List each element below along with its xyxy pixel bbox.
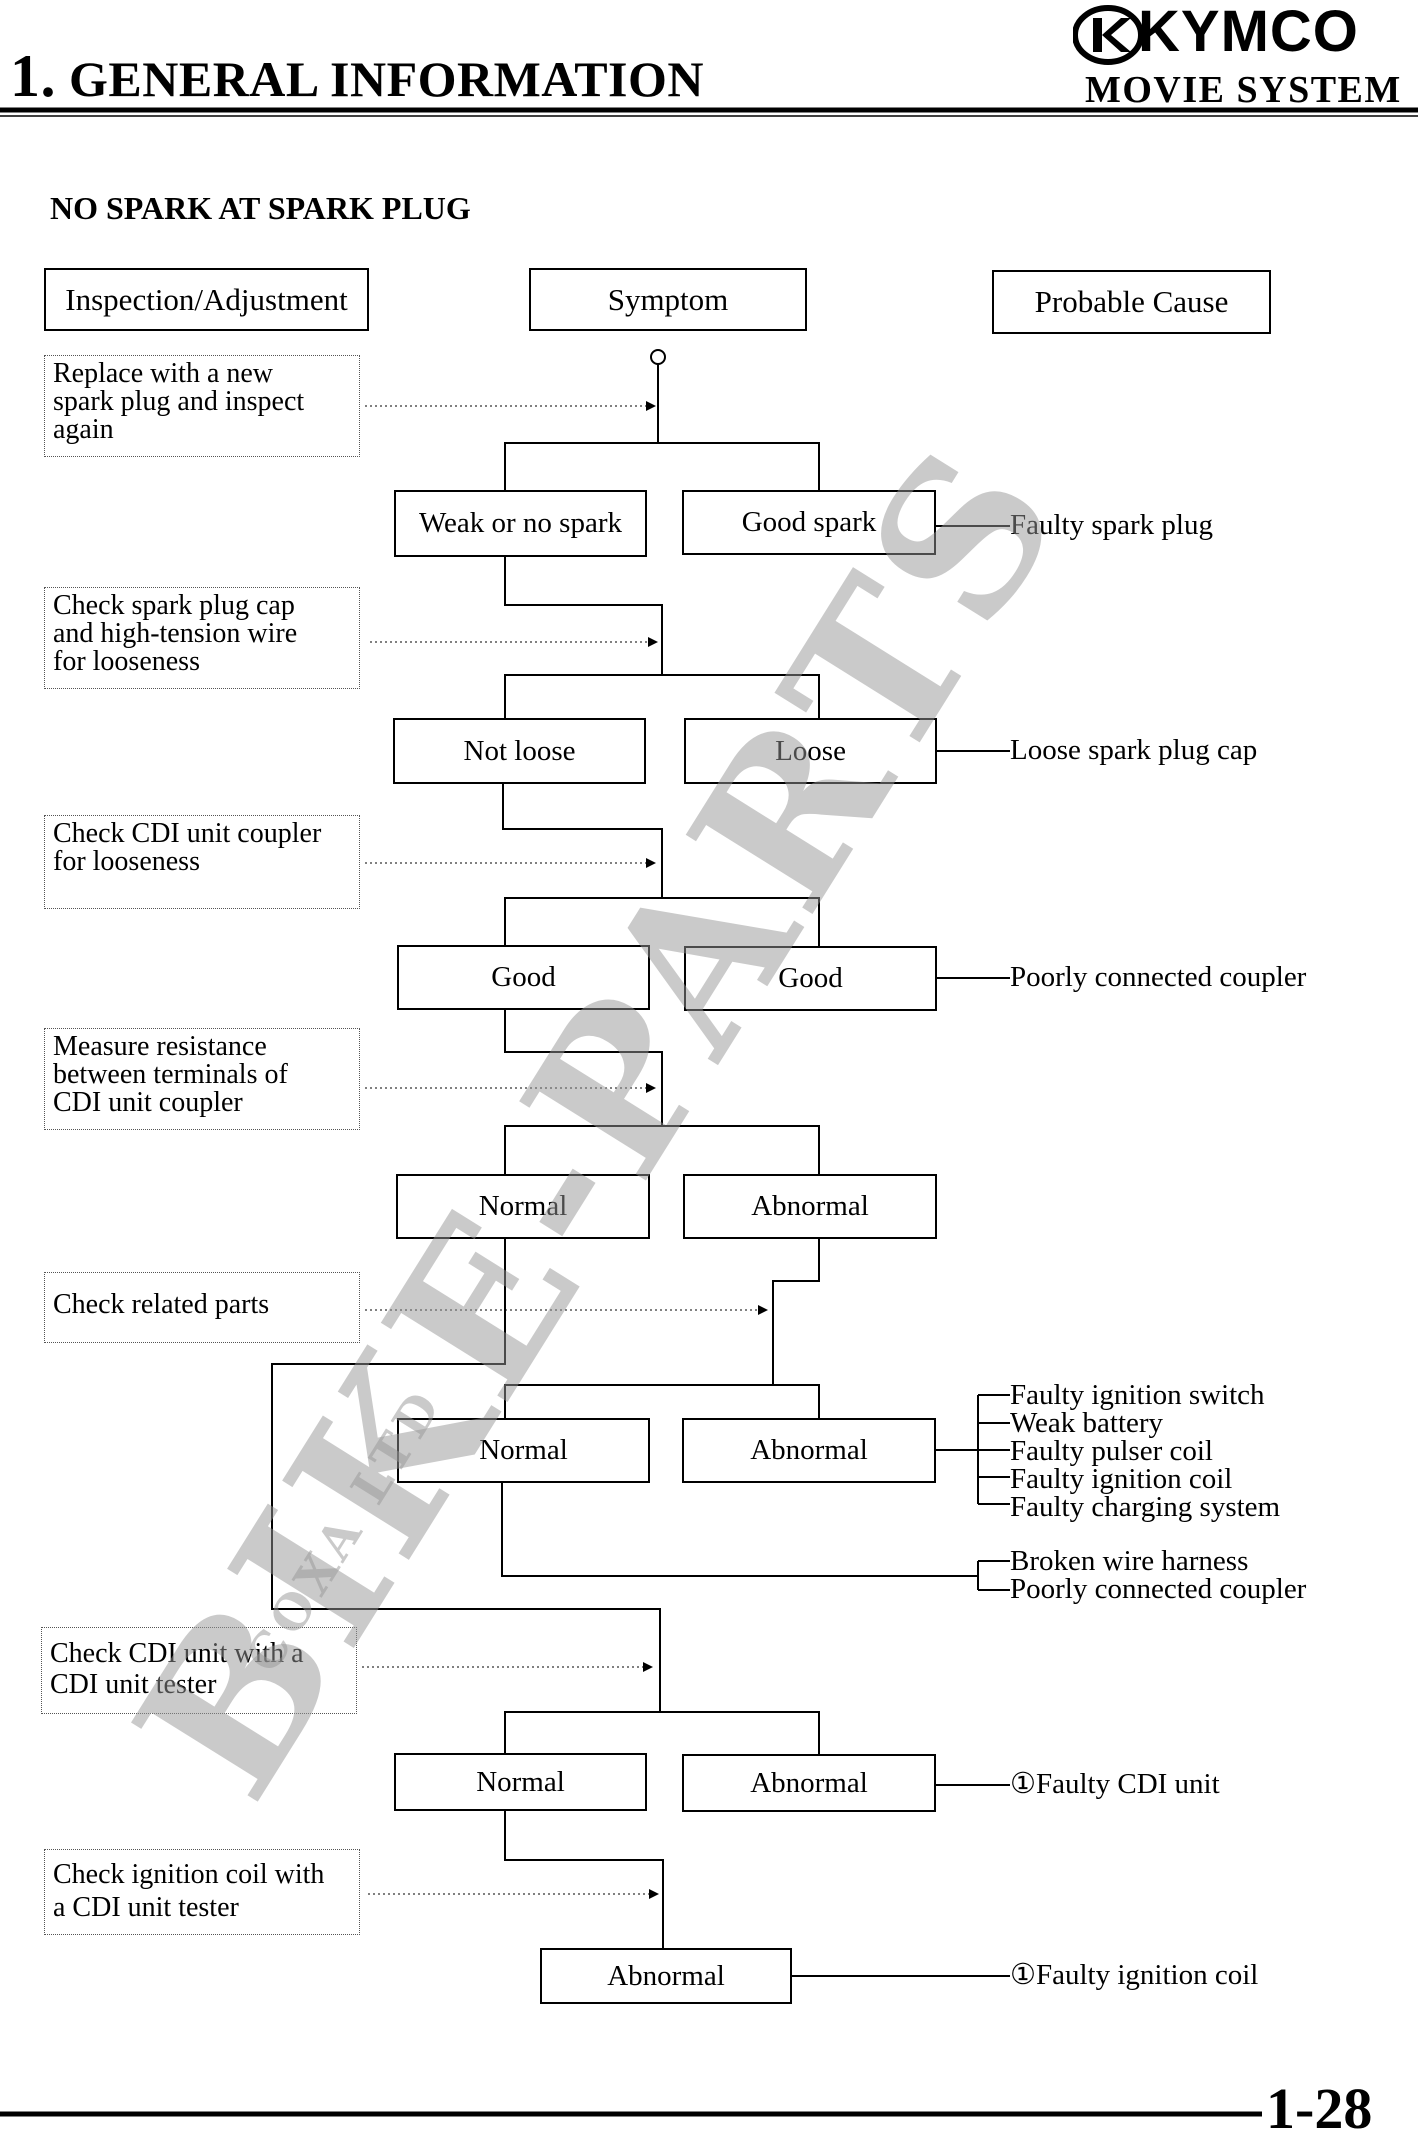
inspection-line: Check CDI unit with a <box>50 1638 304 1669</box>
kymco-logo-icon <box>1073 5 1144 65</box>
chapter-title: GENERAL INFORMATION <box>69 51 705 107</box>
brand-name: KYMCO <box>1138 0 1359 64</box>
page-number: 1-28 <box>1266 2076 1373 2141</box>
chapter-heading: 1. GENERAL INFORMATION <box>10 42 704 111</box>
cause-item: Poorly connected coupler <box>1010 1573 1307 1605</box>
inspection-line: between terminals of <box>53 1059 288 1090</box>
symptom-loose: Loose <box>684 718 937 784</box>
inspection-step-4: Measure resistance between terminals of … <box>44 1028 360 1130</box>
inspection-line: Check ignition coil with <box>53 1859 325 1890</box>
inspection-line: again <box>53 414 114 445</box>
inspection-line: spark plug and inspect <box>53 386 305 417</box>
model-name: MOVIE SYSTEM <box>1085 69 1402 111</box>
cause-list-normal: Broken wire harness Poorly connected cou… <box>1010 1545 1307 1605</box>
cause-item: Weak battery <box>1010 1407 1164 1439</box>
symptom-normal-1: Normal <box>396 1174 650 1239</box>
symptom-normal-2: Normal <box>397 1418 650 1483</box>
cause-faulty-spark-plug: Faulty spark plug <box>1010 509 1213 541</box>
cause-item: Broken wire harness <box>1010 1545 1249 1577</box>
symptom-good-left: Good <box>397 945 650 1010</box>
cause-faulty-ignition-coil: ①Faulty ignition coil <box>1010 1959 1259 1991</box>
inspection-step-5: Check related parts <box>44 1272 360 1343</box>
symptom-abnormal-1: Abnormal <box>683 1174 937 1239</box>
inspection-line: CDI unit coupler <box>53 1087 243 1118</box>
inspection-step-1: Replace with a new spark plug and inspec… <box>44 355 360 457</box>
inspection-line: a CDI unit tester <box>53 1892 239 1923</box>
inspection-column-header: Inspection/Adjustment <box>44 268 369 331</box>
cause-faulty-cdi-unit: ①Faulty CDI unit <box>1010 1768 1220 1800</box>
inspection-line: CDI unit tester <box>50 1669 217 1700</box>
cause-list-abnormal: Faulty ignition switch Weak battery Faul… <box>1010 1379 1281 1523</box>
section-title: NO SPARK AT SPARK PLUG <box>50 190 471 226</box>
symptom-normal-3: Normal <box>394 1753 647 1811</box>
inspection-line: for looseness <box>53 646 200 677</box>
inspection-line: for looseness <box>53 846 200 877</box>
inspection-step-2: Check spark plug cap and high-tension wi… <box>44 587 360 689</box>
inspection-line: Check CDI unit coupler <box>53 818 322 849</box>
inspection-line: Check spark plug cap <box>53 590 295 621</box>
chapter-number: 1. <box>10 43 56 109</box>
cause-item: Faulty ignition coil <box>1010 1463 1233 1495</box>
symptom-column-header: Symptom <box>529 268 807 331</box>
inspection-line: Replace with a new <box>53 358 274 389</box>
cause-item: Faulty charging system <box>1010 1491 1281 1523</box>
symptom-weak-or-no-spark: Weak or no spark <box>394 490 647 557</box>
symptom-abnormal-2: Abnormal <box>682 1418 936 1483</box>
inspection-line: Check related parts <box>53 1289 270 1320</box>
cause-item: Faulty ignition switch <box>1010 1379 1265 1411</box>
symptom-good-spark: Good spark <box>682 490 936 555</box>
cause-item: Faulty pulser coil <box>1010 1435 1213 1467</box>
inspection-line: Measure resistance <box>53 1031 267 1062</box>
cause-poorly-connected-coupler: Poorly connected coupler <box>1010 961 1307 993</box>
cause-column-header: Probable Cause <box>992 270 1271 334</box>
cause-loose-spark-plug-cap: Loose spark plug cap <box>1010 734 1258 766</box>
inspection-line: and high-tension wire <box>53 618 298 649</box>
inspection-step-3: Check CDI unit coupler for looseness <box>44 815 360 909</box>
symptom-not-loose: Not loose <box>393 718 646 784</box>
inspection-step-7: Check ignition coil with a CDI unit test… <box>44 1849 360 1935</box>
symptom-abnormal-3: Abnormal <box>682 1754 936 1812</box>
symptom-good-right: Good <box>684 946 937 1011</box>
symptom-abnormal-final: Abnormal <box>540 1948 792 2004</box>
inspection-step-6: Check CDI unit with a CDI unit tester <box>41 1627 357 1714</box>
